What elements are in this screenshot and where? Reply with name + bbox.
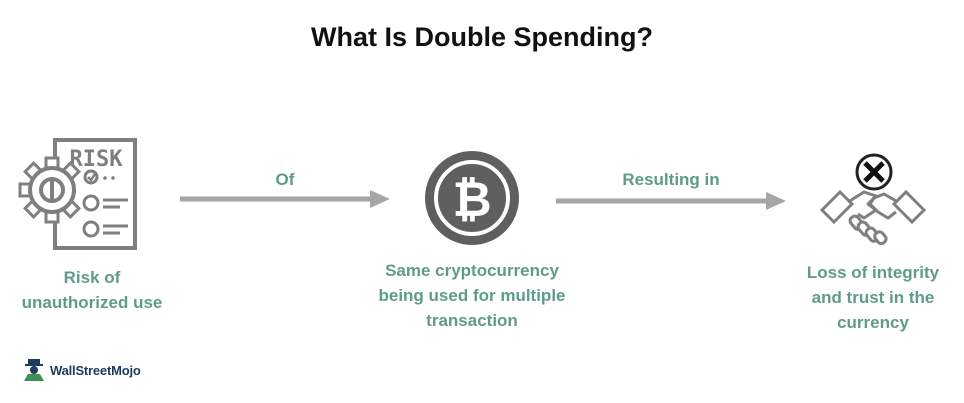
- bitcoin-coin-icon: ₿: [425, 151, 519, 245]
- wallstreetmojo-logo: WallStreetMojo: [22, 359, 141, 381]
- node-loss-of-trust: Loss of integrity and trust in the curre…: [788, 152, 958, 335]
- arrow-label-of: Of: [275, 170, 295, 189]
- node-risk: RISK Risk of unauthorized use: [0, 128, 184, 315]
- logo-mascot-icon: [24, 359, 44, 381]
- caption-line: Risk of: [63, 268, 121, 287]
- caption-line: being used for multiple: [378, 286, 566, 305]
- arrow-label-resulting-in: Resulting in: [622, 170, 720, 189]
- diagram-title: What Is Double Spending?: [311, 22, 653, 52]
- risk-label: RISK: [70, 147, 124, 172]
- caption-line: transaction: [426, 311, 518, 330]
- risk-checklist-gear-icon: RISK: [18, 138, 137, 250]
- arrow-right-icon: [180, 190, 390, 208]
- caption-line: Same cryptocurrency: [385, 261, 559, 280]
- node-bitcoin: ₿ Same cryptocurrency being used for mul…: [362, 148, 582, 333]
- caption-line: Loss of integrity: [806, 263, 940, 282]
- arrow-right-icon: [556, 192, 786, 210]
- caption-line: and trust in the: [811, 288, 935, 307]
- caption-line: currency: [837, 313, 909, 332]
- bitcoin-symbol: ₿: [452, 172, 491, 228]
- broken-handshake-icon: [819, 153, 927, 246]
- caption-line: unauthorized use: [21, 293, 163, 312]
- logo-text: WallStreetMojo: [50, 362, 141, 378]
